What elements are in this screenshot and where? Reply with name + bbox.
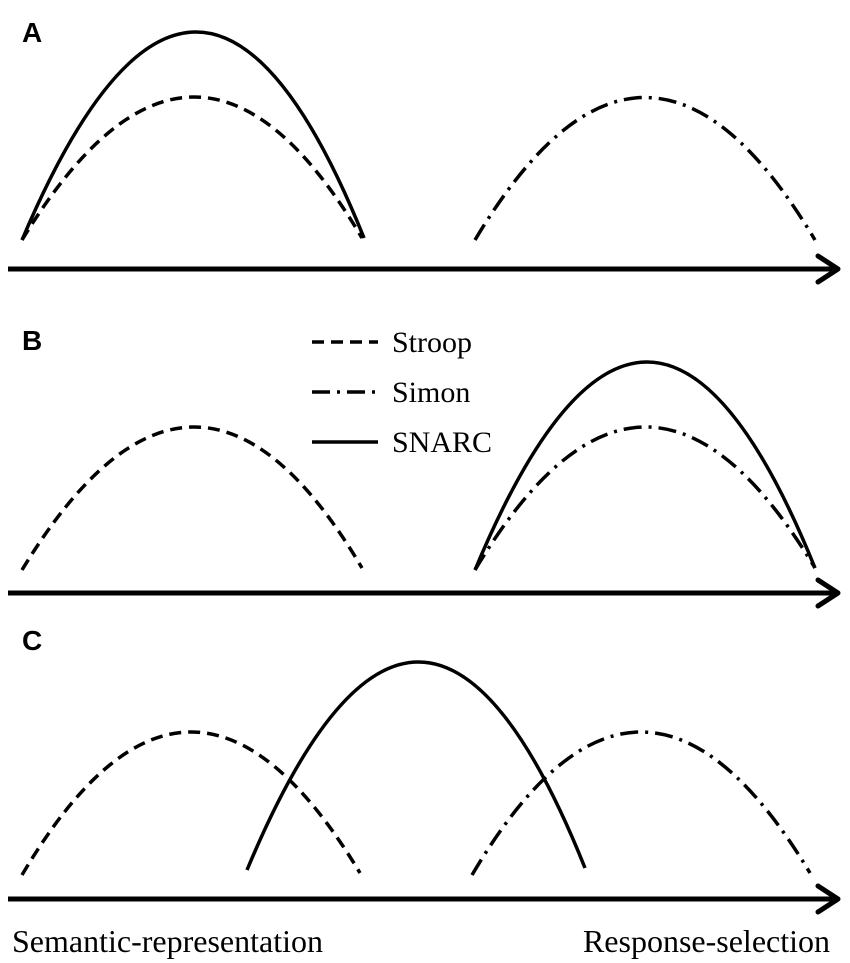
legend-snarc-label: SNARC <box>392 426 492 459</box>
legend-simon-label: Simon <box>392 376 470 409</box>
panel-a-stroop-curve <box>20 95 364 241</box>
panel-b-simon-curve <box>473 425 817 571</box>
legend-stroop-label: Stroop <box>392 326 472 359</box>
axis-right-label: Response-selection <box>583 923 830 959</box>
panel-c-arrowhead <box>815 883 841 915</box>
panel-c-stroop-curve <box>20 730 362 876</box>
legend: Stroop Simon SNARC <box>312 326 492 459</box>
panel-a-simon-curve <box>473 95 817 241</box>
panel-c: C <box>8 625 841 915</box>
panel-b: B <box>8 325 841 609</box>
panel-b-arrowhead <box>815 577 841 609</box>
panel-b-stroop-curve <box>20 425 364 571</box>
panel-a: A <box>8 17 841 285</box>
panel-c-snarc-curve <box>245 660 587 871</box>
panel-a-arrowhead <box>815 253 841 285</box>
panel-a-snarc-curve <box>20 30 366 241</box>
panel-c-simon-curve <box>470 730 812 876</box>
panel-a-label: A <box>22 17 42 48</box>
axis-left-label: Semantic-representation <box>12 923 323 959</box>
panel-c-label: C <box>22 625 42 656</box>
panel-b-snarc-curve <box>473 360 817 571</box>
panel-b-label: B <box>22 325 42 356</box>
